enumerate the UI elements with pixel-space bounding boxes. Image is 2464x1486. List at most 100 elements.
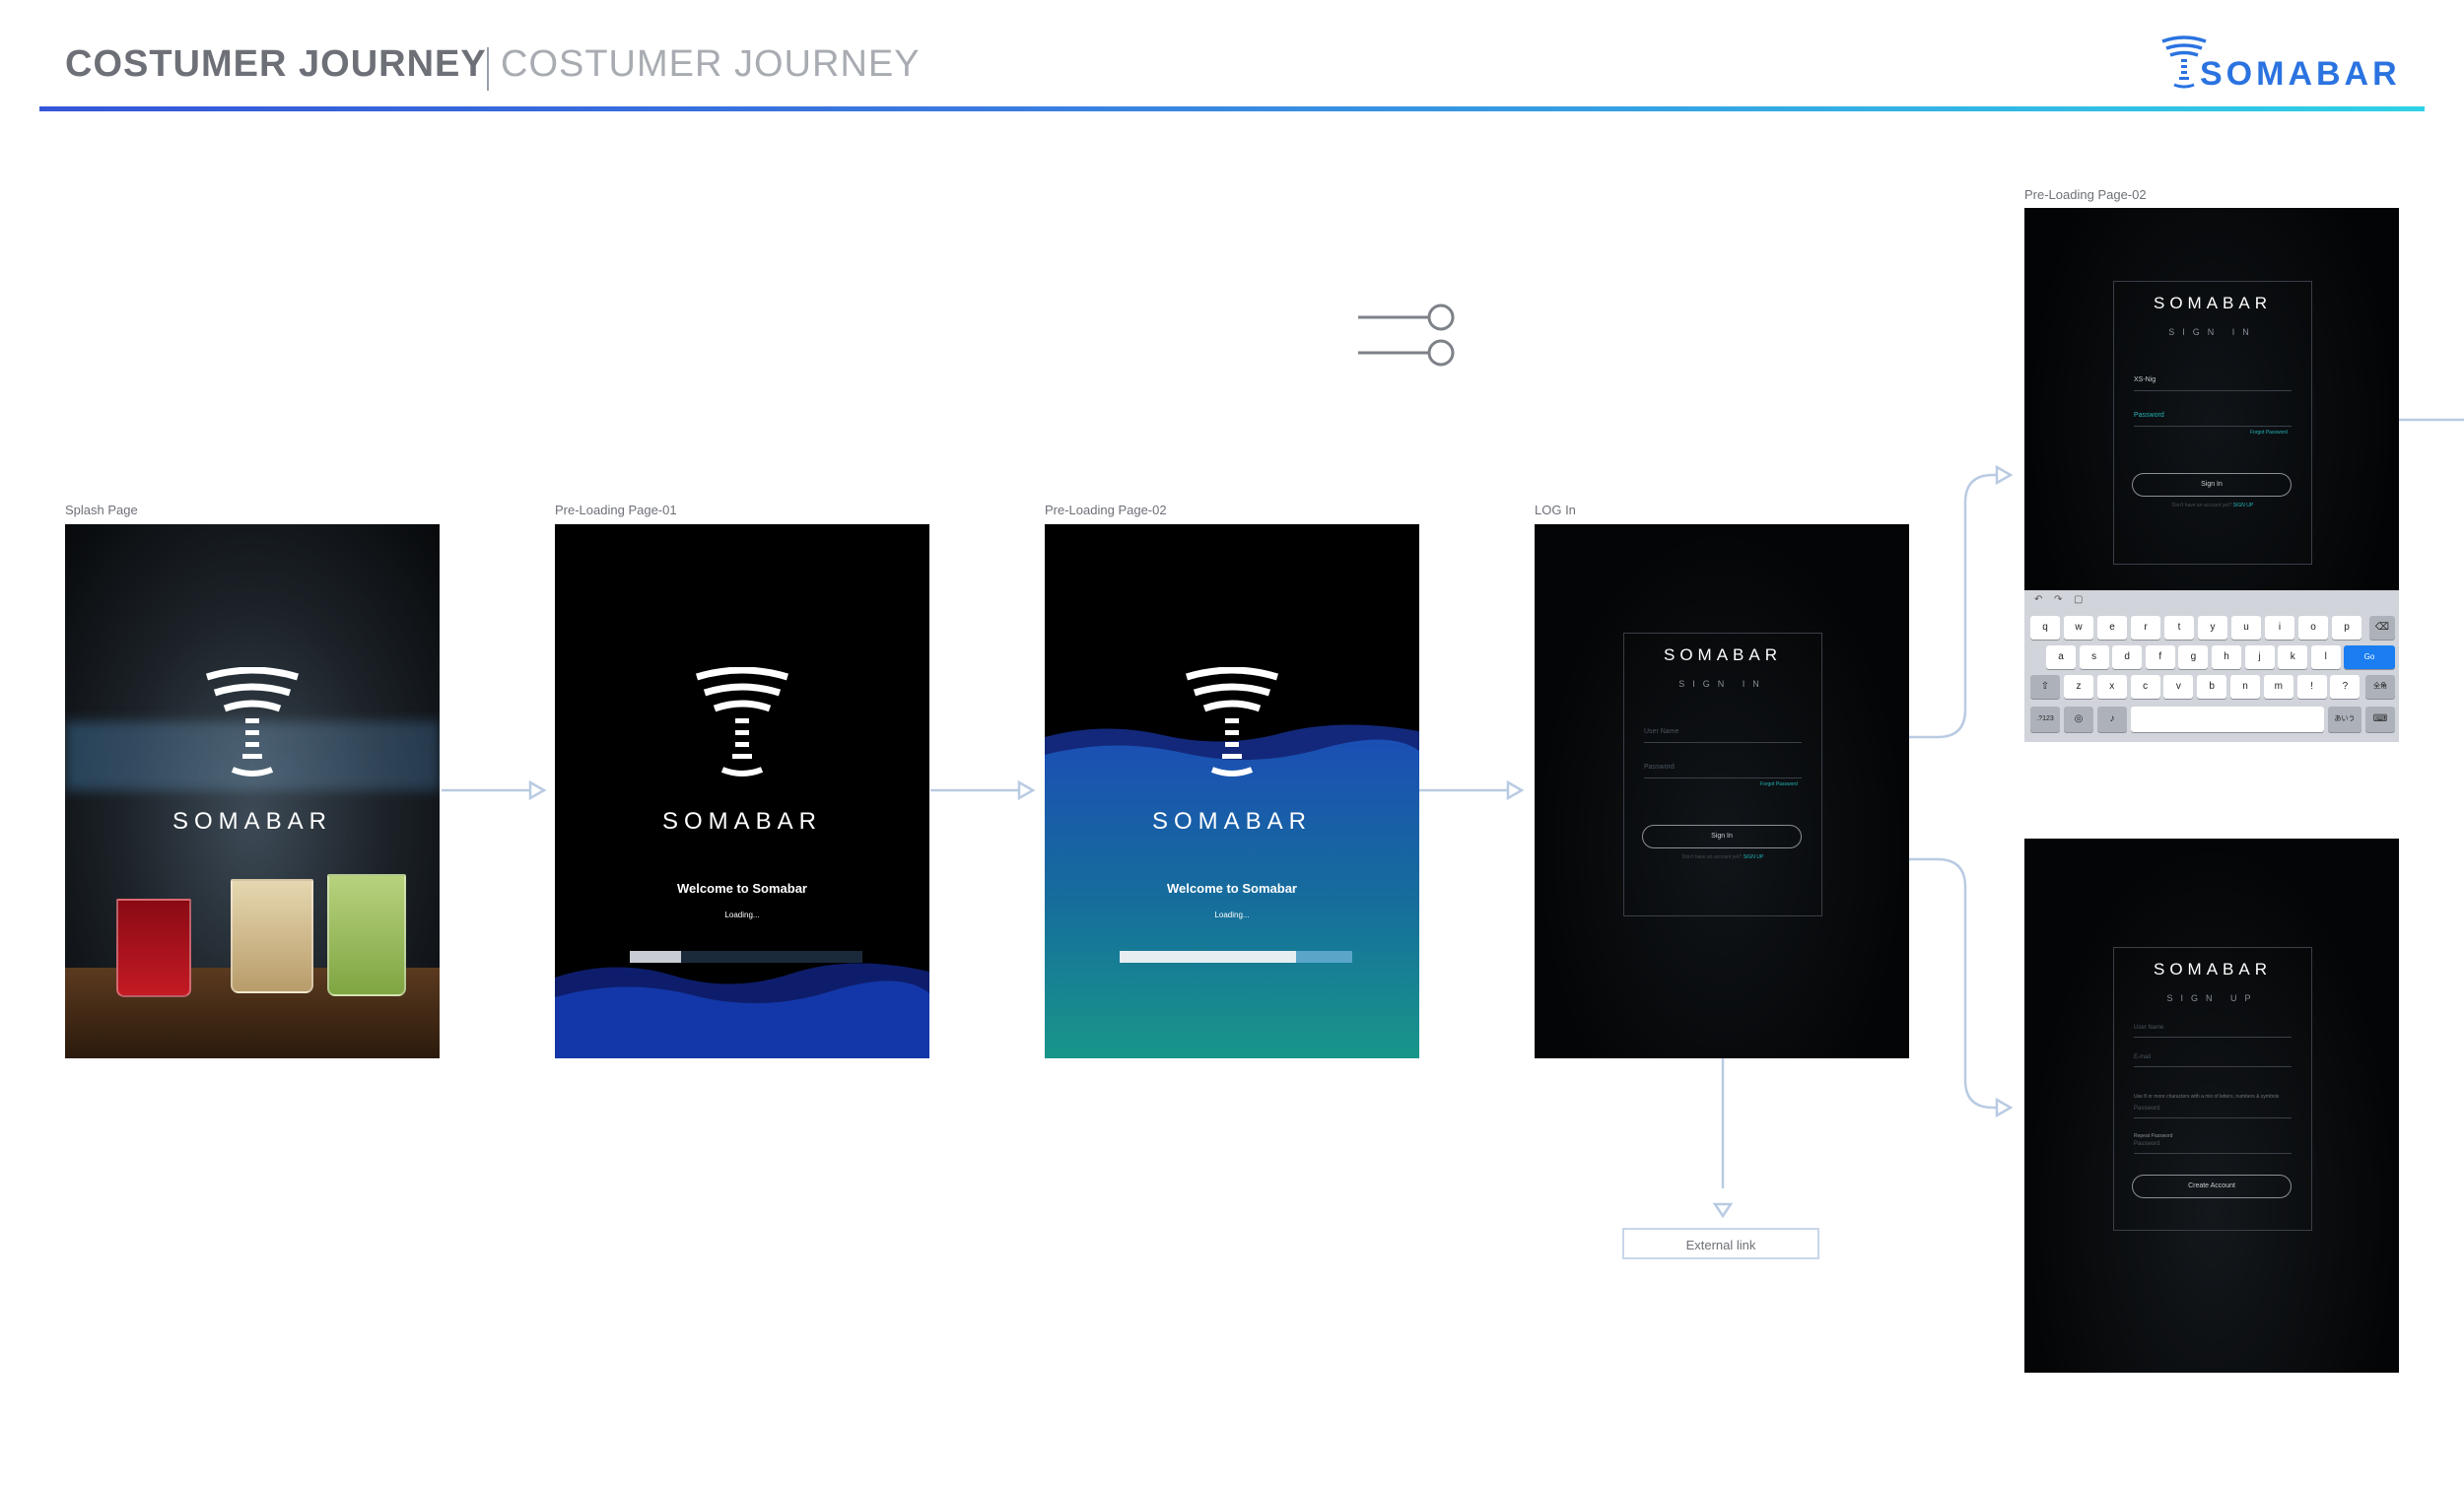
screen-login: SOMABAR SIGN IN User Name Password Forgo… — [1535, 524, 1909, 1058]
no-account-text: Don't have an account yet? — [1681, 854, 1743, 860]
forgot-password-link[interactable]: Forgot Password — [1760, 781, 1798, 787]
form-heading: SIGN UP — [2166, 993, 2259, 1003]
no-account-text: Don't have an account yet? — [2171, 503, 2232, 508]
somabar-logo-icon — [695, 667, 789, 777]
screen-label-login: LOG In — [1535, 503, 1576, 517]
screen-preload1: SOMABAR Welcome to Somabar Loading... — [555, 524, 929, 1058]
repeat-password-input[interactable]: Password — [2134, 1141, 2292, 1154]
space-key[interactable] — [2131, 707, 2324, 732]
create-account-button[interactable]: Create Account — [2132, 1175, 2292, 1198]
key-7[interactable]: ! — [2296, 675, 2327, 699]
key-0[interactable]: a — [2046, 645, 2076, 669]
key-8[interactable]: l — [2310, 645, 2341, 669]
key-1[interactable]: x — [2096, 675, 2127, 699]
screen-signin-keyboard: SOMABAR SIGN IN XS-Nig Password Forgot P… — [2024, 208, 2399, 742]
title-divider — [487, 47, 489, 91]
header-brand-wordmark: SOMABAR — [2200, 55, 2401, 93]
sign-in-button[interactable]: Sign In — [1642, 825, 1802, 848]
key-0[interactable]: z — [2064, 675, 2093, 699]
japanese-key[interactable]: あいう — [2328, 707, 2361, 732]
progress-bar — [1120, 951, 1352, 963]
key-0[interactable]: q — [2030, 616, 2060, 640]
signup-form: SOMABAR SIGN UP User Name E-mail Use 8 o… — [2113, 947, 2312, 1231]
external-link-node: External link — [1622, 1228, 1819, 1259]
key-3[interactable]: f — [2145, 645, 2175, 669]
sign-up-link[interactable]: SIGN UP — [1743, 854, 1764, 860]
key-3[interactable]: r — [2131, 616, 2160, 640]
keyboard-dismiss-icon[interactable]: ⌨ — [2365, 707, 2395, 732]
login-form: SOMABAR SIGN IN User Name Password Forgo… — [1623, 633, 1822, 916]
sign-in-button[interactable]: Sign In — [2132, 473, 2292, 497]
globe-icon[interactable]: ◎ — [2064, 707, 2093, 732]
username-input[interactable]: User Name — [1644, 728, 1802, 743]
sign-up-link[interactable]: SIGN UP — [2232, 503, 2254, 508]
key-5[interactable]: n — [2230, 675, 2260, 699]
somabar-logo-icon — [2161, 35, 2207, 89]
loading-text: Loading... — [724, 911, 760, 919]
password-hint: Use 8 or more characters with a mix of l… — [2134, 1094, 2280, 1100]
backspace-key[interactable]: ⌫ — [2369, 616, 2395, 640]
screen-label-preload1: Pre-Loading Page-01 — [555, 503, 677, 517]
progress-fill — [1120, 951, 1297, 963]
form-heading: SIGN IN — [1678, 679, 1767, 689]
screen-label-signin-keyboard: Pre-Loading Page-02 — [2024, 187, 2147, 202]
go-key[interactable]: Go — [2344, 645, 2395, 669]
screen-splash: SOMABAR — [65, 524, 440, 1058]
email-input[interactable]: E-mail — [2134, 1054, 2292, 1067]
password-input[interactable]: Password — [2134, 1106, 2292, 1118]
screen-signup: SOMABAR SIGN UP User Name E-mail Use 8 o… — [2024, 839, 2399, 1373]
shift-key[interactable]: ⇧ — [2030, 675, 2060, 699]
key-1[interactable]: s — [2079, 645, 2109, 669]
redo-icon[interactable]: ↷ — [2054, 594, 2063, 605]
username-input[interactable]: User Name — [2134, 1025, 2292, 1038]
key-7[interactable]: i — [2265, 616, 2294, 640]
key-2[interactable]: e — [2097, 616, 2127, 640]
key-2[interactable]: d — [2112, 645, 2143, 669]
key-6[interactable]: u — [2231, 616, 2261, 640]
drink-glass-green — [327, 874, 406, 996]
splash-brand-wordmark: SOMABAR — [171, 808, 333, 835]
key-9[interactable]: p — [2332, 616, 2361, 640]
screen-preload2: SOMABAR Welcome to Somabar Loading... — [1045, 524, 1419, 1058]
key-8[interactable]: ? — [2330, 675, 2361, 699]
key-4[interactable]: b — [2197, 675, 2227, 699]
key-5[interactable]: y — [2198, 616, 2227, 640]
key-4[interactable]: t — [2164, 616, 2194, 640]
username-input[interactable]: XS-Nig — [2134, 376, 2292, 391]
fullwidth-key[interactable]: 全角 — [2365, 675, 2395, 699]
form-brand: SOMABAR — [2153, 294, 2273, 312]
forgot-password-link[interactable]: Forgot Password — [2250, 430, 2288, 436]
wave-background — [555, 963, 929, 1058]
preload2-brand-wordmark: SOMABAR — [1151, 808, 1313, 835]
key-3[interactable]: v — [2163, 675, 2194, 699]
form-heading: SIGN IN — [2168, 327, 2257, 337]
key-5[interactable]: h — [2212, 645, 2241, 669]
microphone-icon[interactable]: ♪ — [2097, 707, 2127, 732]
key-4[interactable]: g — [2178, 645, 2209, 669]
key-6[interactable]: j — [2244, 645, 2275, 669]
no-account-row: Don't have an account yet? SIGN UP — [1624, 854, 1821, 860]
drink-glass-red — [116, 899, 191, 997]
welcome-text: Welcome to Somabar — [677, 881, 807, 896]
welcome-text: Welcome to Somabar — [1167, 881, 1297, 896]
key-6[interactable]: m — [2263, 675, 2293, 699]
drink-glass-cream — [231, 879, 313, 993]
key-7[interactable]: k — [2278, 645, 2308, 669]
form-brand: SOMABAR — [2153, 960, 2273, 979]
key-8[interactable]: o — [2298, 616, 2328, 640]
screen-label-splash: Splash Page — [65, 503, 138, 517]
sliders-icon — [1358, 304, 1455, 367]
somabar-logo-icon — [205, 667, 300, 777]
key-2[interactable]: c — [2130, 675, 2160, 699]
key-1[interactable]: w — [2064, 616, 2093, 640]
preload1-brand-wordmark: SOMABAR — [661, 808, 823, 835]
loading-text: Loading... — [1214, 911, 1250, 919]
password-input[interactable]: Password — [1644, 764, 1802, 778]
page-subtitle: COSTUMER JOURNEY — [501, 43, 921, 85]
undo-icon[interactable]: ↶ — [2034, 594, 2043, 605]
header-gradient-rule — [39, 106, 2425, 111]
paste-icon[interactable]: ▢ — [2074, 594, 2084, 605]
numbers-key[interactable]: .?123 — [2030, 707, 2060, 732]
password-input[interactable]: Password — [2134, 412, 2292, 427]
